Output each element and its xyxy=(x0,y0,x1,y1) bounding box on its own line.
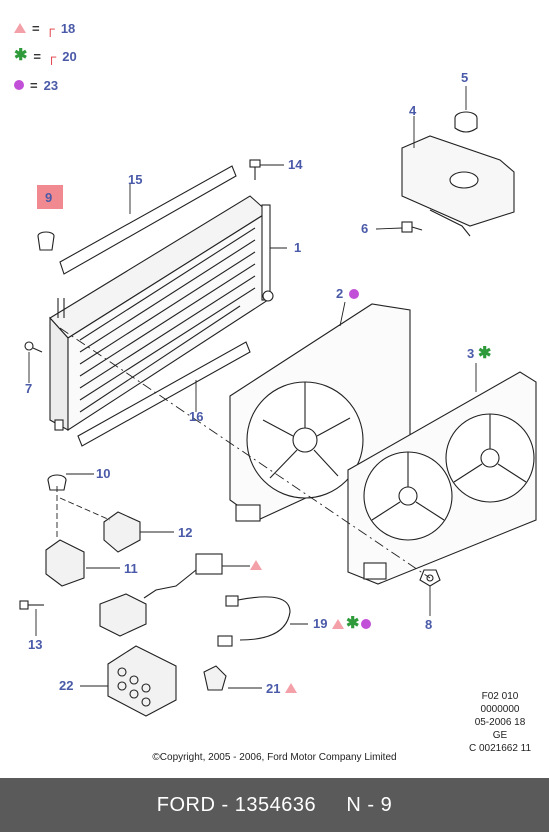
resistor-22-drawing xyxy=(107,645,177,717)
callout-10: 10 xyxy=(96,466,111,481)
callout-1: 1 xyxy=(294,240,302,255)
harness-drawing xyxy=(99,553,223,637)
star-icon: ✱ xyxy=(14,47,28,64)
legend-row-dot: = 23 xyxy=(14,76,58,94)
legend-equals: = xyxy=(32,20,40,36)
callout-22: 22 xyxy=(59,678,74,693)
callout-15: 15 xyxy=(128,172,143,187)
legend-equals: = xyxy=(30,77,38,93)
callout-12: 12 xyxy=(178,525,193,540)
callout-3: 3 xyxy=(467,346,475,361)
footer-bar: FORD - 1354636 N - 9 xyxy=(0,778,549,832)
info-line: F02 010 xyxy=(481,691,519,702)
expansion-tank-drawing xyxy=(401,135,515,237)
part-9-drawing xyxy=(37,231,55,251)
legend-number: 23 xyxy=(43,77,59,93)
legend-flag: ┌ xyxy=(47,48,57,64)
callout-11: 11 xyxy=(124,561,138,576)
callout-2: 2 xyxy=(336,286,344,301)
callout-16: 16 xyxy=(189,409,204,424)
callout-19: 19 xyxy=(313,616,328,631)
fan-shroud-3-drawing xyxy=(347,371,537,585)
callout-4: 4 xyxy=(409,103,417,118)
callout-14: 14 xyxy=(288,157,303,172)
callout-21: 21 xyxy=(266,681,281,696)
radiator-drawing xyxy=(49,195,274,432)
drawing-info-block: F02 010 0000000 05-2006 18 GE C 0021662 … xyxy=(456,690,544,755)
callout-5: 5 xyxy=(461,70,469,85)
callout-8: 8 xyxy=(425,617,433,632)
legend-number: 20 xyxy=(62,48,77,64)
info-line: GE xyxy=(492,730,508,741)
legend-row-triangle: = ┌ 18 xyxy=(14,19,75,37)
legend-equals: = xyxy=(33,48,41,64)
triangle-icon xyxy=(14,23,26,33)
parts-diagram: = ┌ 18 ✱ = ┌ 20 = 23 xyxy=(14,19,544,763)
star-icon: ✱ xyxy=(346,615,360,632)
footer-part-number: FORD - 1354636 N - 9 xyxy=(156,793,393,816)
callout-9: 9 xyxy=(45,190,53,205)
info-line: C 0021662 11 xyxy=(468,743,532,754)
bolt-14-drawing xyxy=(249,159,261,180)
legend-number: 18 xyxy=(60,20,76,36)
legend-flag: ┌ xyxy=(45,20,55,36)
callout-13: 13 xyxy=(28,637,43,652)
diagram-artwork xyxy=(19,86,537,717)
callout-6: 6 xyxy=(361,221,369,236)
callout-7: 7 xyxy=(25,381,33,396)
dot-icon xyxy=(14,80,24,90)
info-line: 05-2006 18 xyxy=(474,717,526,728)
info-line: 0000000 xyxy=(480,704,520,715)
star-icon: ✱ xyxy=(478,345,492,362)
copyright-text: ©Copyright, 2005 - 2006, Ford Motor Comp… xyxy=(152,752,397,763)
highlight-part-9 xyxy=(37,185,63,209)
legend-row-star: ✱ = ┌ 20 xyxy=(14,47,77,65)
